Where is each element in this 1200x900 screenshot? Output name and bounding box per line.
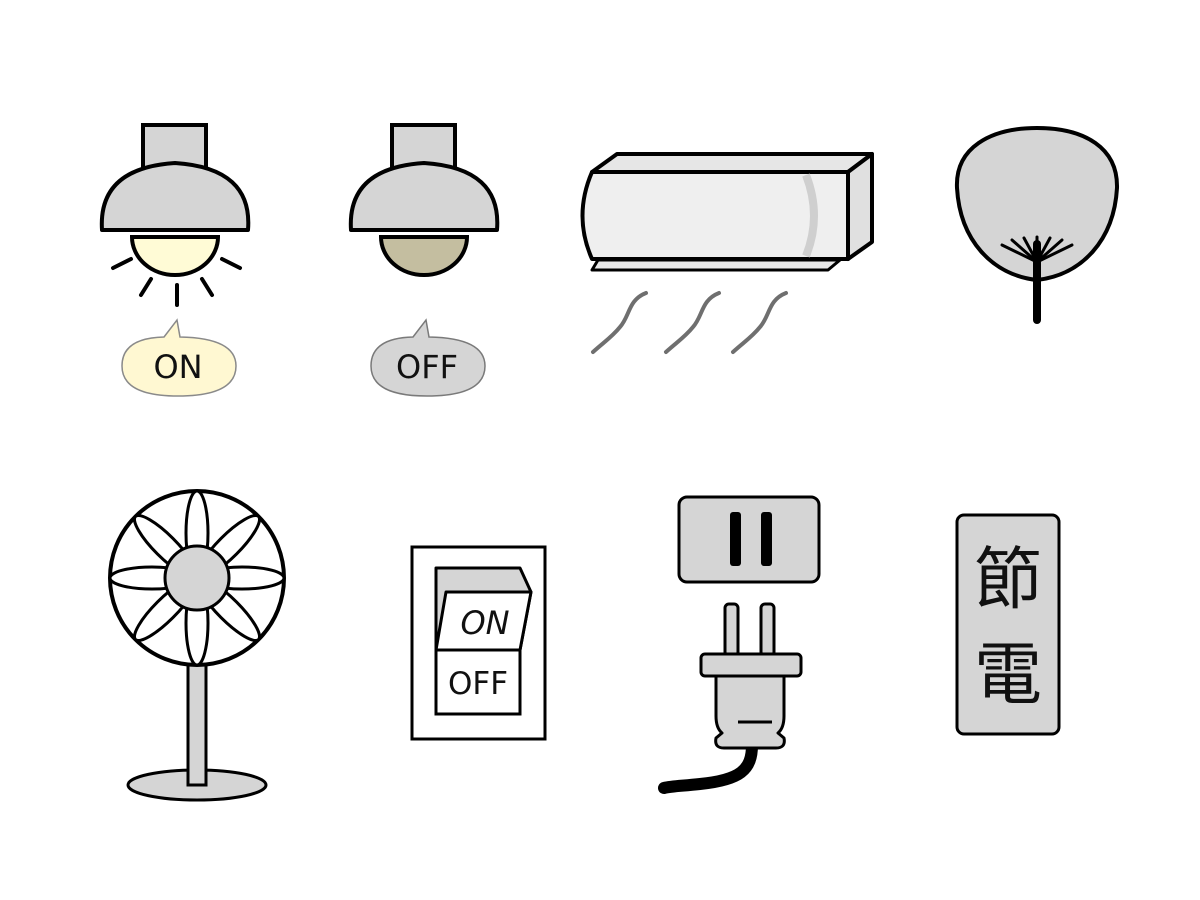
lamp-off-label: OFF — [396, 348, 458, 386]
power-outlet-icon — [677, 495, 821, 584]
lamp-off-shade — [348, 161, 500, 232]
wall-switch-icon: ON OFF — [410, 545, 547, 741]
lamp-off-icon: OFF — [348, 123, 500, 397]
sign-kanji-setsu: 節 — [974, 541, 1042, 620]
fan-hub — [163, 544, 231, 612]
switch-lower-half — [434, 648, 522, 716]
outlet-face — [677, 495, 821, 584]
ac-louver — [590, 258, 842, 272]
plug-body — [714, 674, 786, 750]
air-conditioner-icon — [580, 152, 874, 354]
plug-collar — [699, 652, 803, 678]
bubble-shape — [370, 318, 486, 397]
outlet-slot-left — [730, 512, 741, 566]
power-plug-icon — [658, 602, 803, 794]
switch-off-label: OFF — [448, 666, 508, 702]
plug-cord — [658, 739, 758, 794]
sign-kanji-den: 電 — [974, 636, 1042, 715]
ac-top-face — [590, 152, 874, 174]
ac-side-face — [846, 152, 874, 261]
light-rays-icon — [111, 257, 242, 307]
ac-front-stripe — [802, 173, 818, 258]
fan-paper — [954, 125, 1120, 283]
lamp-on-label: ON — [153, 348, 202, 386]
airflow-waves-icon — [591, 291, 788, 354]
plug-prong-left — [723, 602, 740, 658]
sign-board — [955, 513, 1061, 736]
lamp-on-speech-bubble: ON — [121, 318, 237, 397]
switch-on-label: ON — [460, 604, 509, 642]
outlet-slot-right — [761, 512, 772, 566]
hand-fan-icon — [954, 125, 1120, 324]
bubble-shape — [121, 318, 237, 397]
lamp-on-shade — [99, 161, 251, 232]
plug-prong-right — [759, 602, 776, 658]
lamp-on-bulb — [129, 235, 221, 277]
lamp-off-speech-bubble: OFF — [370, 318, 486, 397]
lamp-on-icon: ON — [99, 123, 251, 397]
setsuden-sign: 節 電 — [955, 513, 1061, 736]
electric-fan-icon — [108, 489, 286, 802]
lamp-off-bulb — [378, 235, 470, 277]
